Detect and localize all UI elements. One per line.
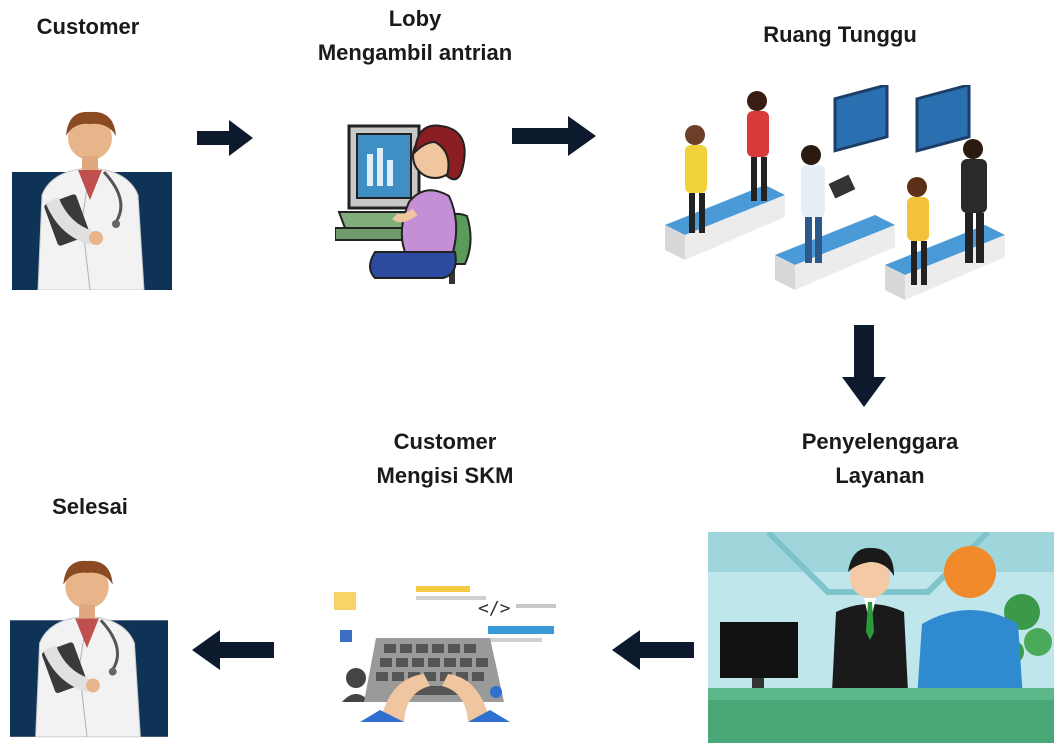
arrow-right-icon [197, 120, 253, 156]
step-selesai-text: Selesai [52, 494, 128, 519]
service-desk-icon [708, 532, 1054, 743]
step-loby-line1: Loby [388, 6, 442, 31]
step-loby-line2: Mengambil antrian [317, 40, 513, 65]
keyboard-typing-icon: </> [334, 586, 556, 722]
svg-text:</>: </> [478, 598, 511, 619]
arrow-left-icon-2 [192, 630, 274, 670]
doctor-icon [12, 111, 172, 290]
arrow-right-icon-2 [512, 116, 596, 156]
step-penyelenggara-line1: Penyelenggara [801, 429, 959, 454]
step-selesai-label: Selesai [20, 490, 160, 524]
waiting-room-icon [665, 85, 1005, 300]
step-skm-line2: Mengisi SKM [376, 463, 514, 488]
arrow-down-icon [842, 325, 886, 407]
arrow-left-icon [612, 630, 694, 670]
step-skm-label: Customer Mengisi SKM [320, 425, 570, 493]
step-ruang-tunggu-label: Ruang Tunggu [720, 18, 960, 52]
step-customer-label: Customer [8, 10, 168, 44]
step-ruang-tunggu-text: Ruang Tunggu [763, 22, 917, 47]
step-customer-text: Customer [36, 14, 140, 39]
step-loby-label: Loby Mengambil antrian [270, 2, 560, 70]
step-penyelenggara-label: Penyelenggara Layanan [760, 425, 1000, 493]
doctor-icon-final [10, 560, 168, 738]
computer-user-icon [335, 124, 472, 284]
step-penyelenggara-line2: Layanan [835, 463, 925, 488]
step-skm-line1: Customer [393, 429, 497, 454]
